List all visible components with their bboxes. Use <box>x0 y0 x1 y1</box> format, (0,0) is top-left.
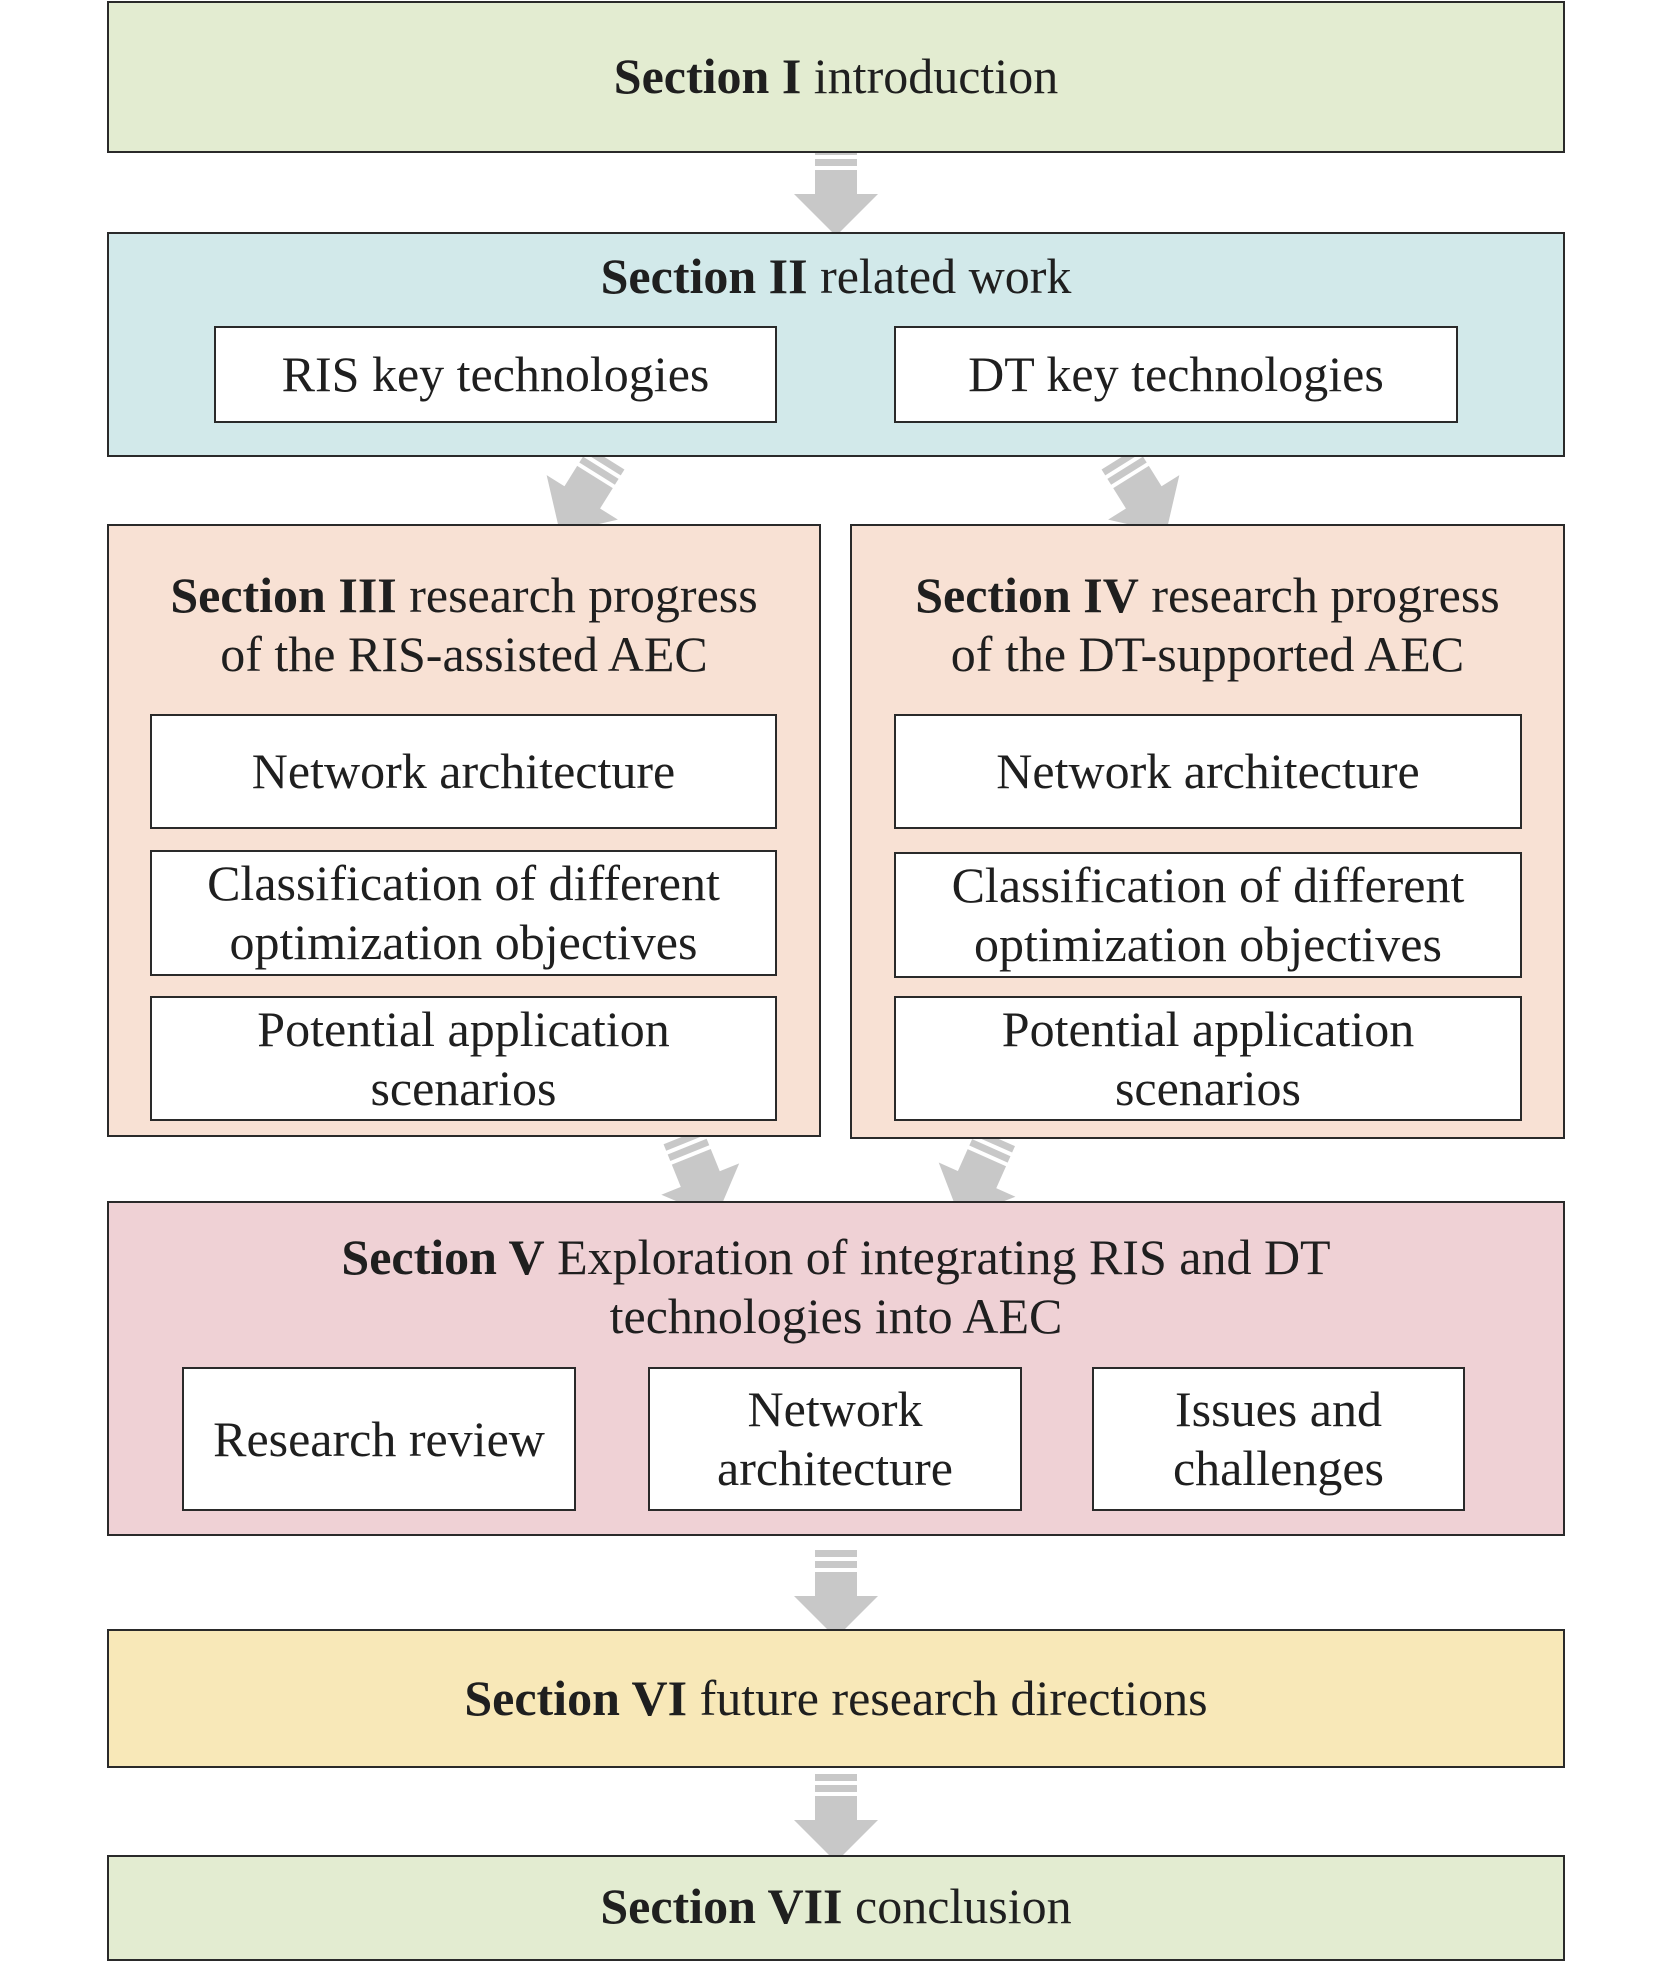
ris-key-technologies-box: RIS key technologies <box>214 326 777 423</box>
section-3-title: Section III research progress of the RIS… <box>170 567 758 682</box>
section-4-title: Section IV research progress of the DT-s… <box>915 567 1500 682</box>
section-5-title: Section V Exploration of integrating RIS… <box>341 1229 1331 1344</box>
section-6-title: Section VI future research directions <box>464 1670 1208 1726</box>
dt-key-technologies-box: DT key technologies <box>894 326 1458 423</box>
s3-network-architecture-box: Network architecture <box>150 714 777 829</box>
s4-network-architecture-box: Network architecture <box>894 714 1522 829</box>
section-7-title: Section VII conclusion <box>600 1878 1072 1934</box>
arrow-s1-s2 <box>794 148 878 236</box>
research-review-box: Research review <box>182 1367 576 1511</box>
section-6-box: Section VI future research directions <box>107 1629 1565 1768</box>
section-7-box: Section VII conclusion <box>107 1855 1565 1961</box>
section-1-box: Section I introduction <box>107 1 1565 153</box>
section-2-title: Section II related work <box>600 248 1072 304</box>
arrow-s5-s6 <box>794 1550 878 1638</box>
section-1-title: Section I introduction <box>613 48 1059 104</box>
arrow-s6-s7 <box>794 1774 878 1862</box>
